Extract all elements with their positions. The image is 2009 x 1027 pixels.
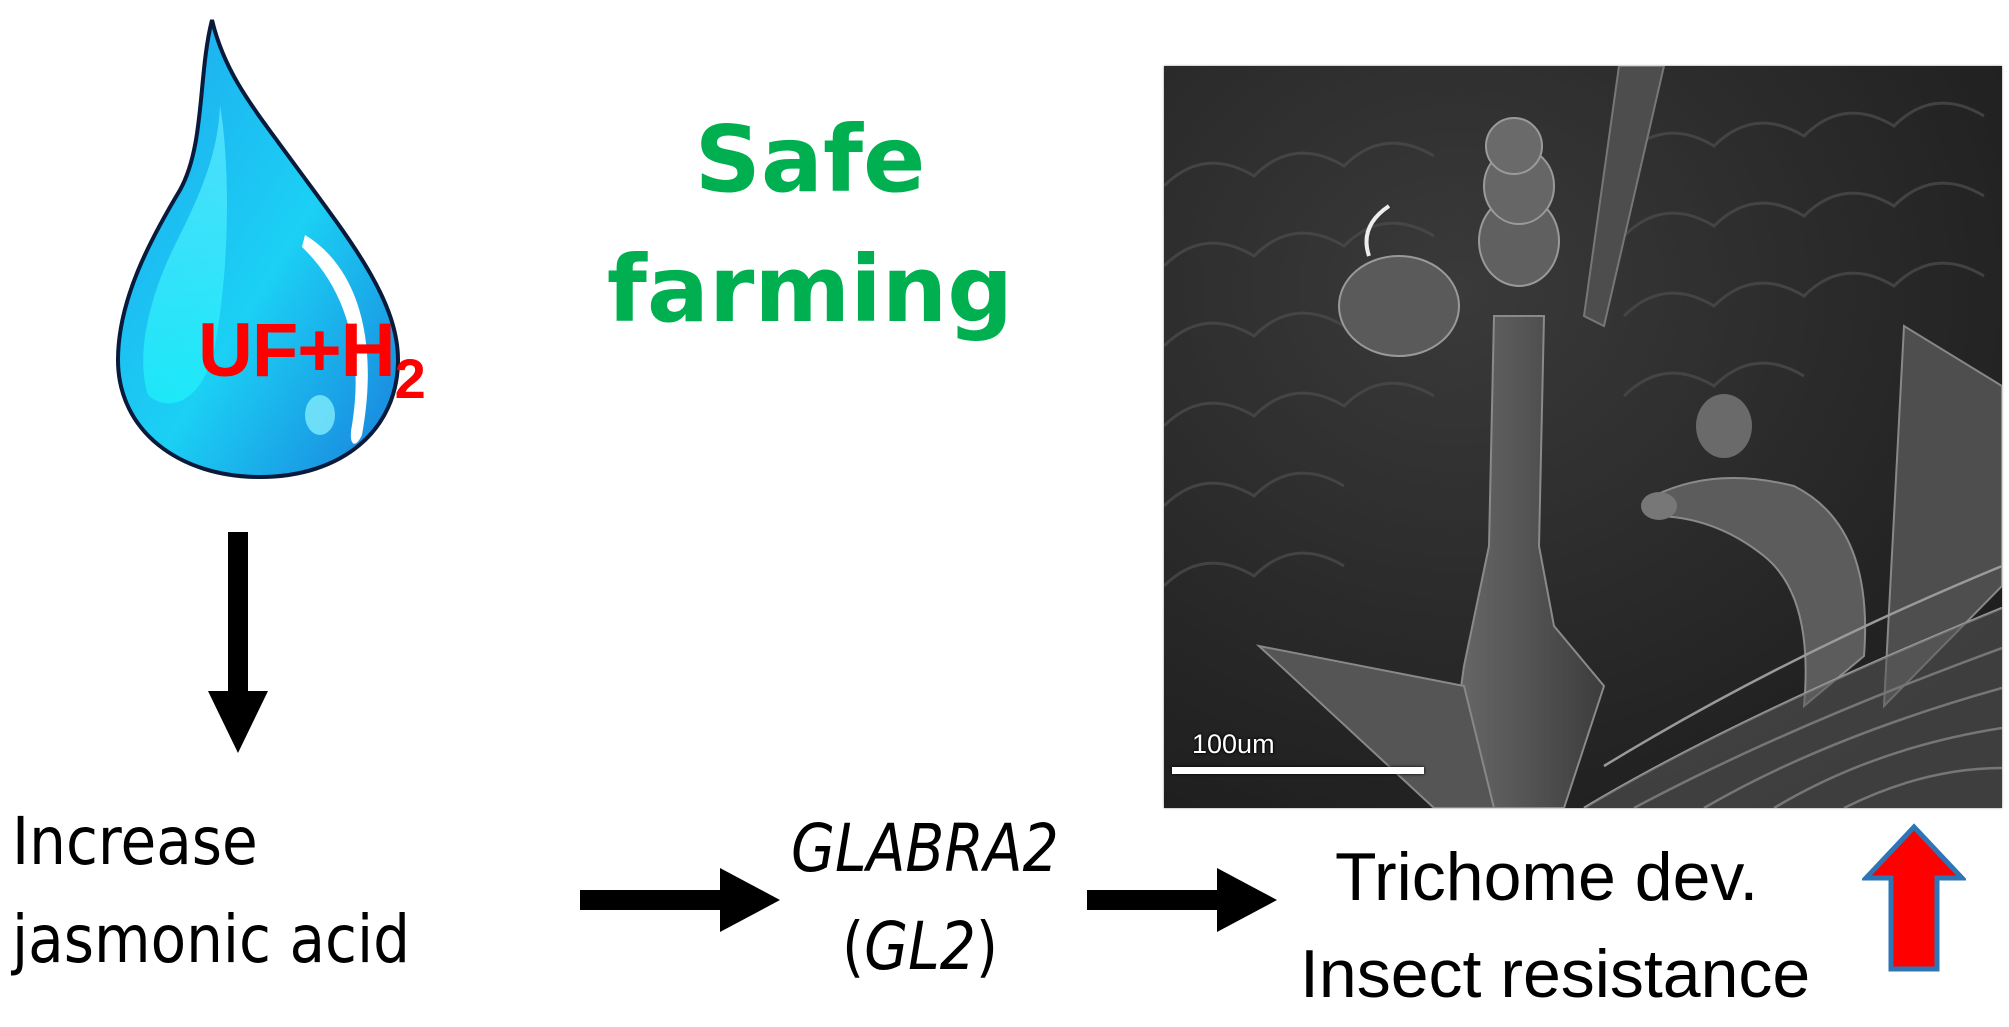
node-outcome: Trichome dev. Insect resistance (1300, 829, 1810, 1023)
node-jasmonic-acid: Increase jasmonic acid (12, 793, 410, 989)
title-line-1: Safe (694, 106, 926, 213)
diagram-title: Safe farming (590, 95, 1030, 355)
node-1-line-2: jasmonic acid (12, 901, 410, 978)
arrow-right-icon (1087, 868, 1277, 932)
scale-bar-label: 100um (1192, 729, 1275, 759)
droplet-label: UF+H2 (198, 308, 426, 410)
arrow-down-icon (208, 528, 268, 758)
sem-micrograph: 100um (1164, 66, 2002, 808)
scale-bar (1172, 767, 1424, 774)
node-1-line-1: Increase (12, 803, 258, 880)
node-glabra2: GLABRA2 (GL2) (791, 800, 1059, 996)
arrow-right-icon (580, 868, 780, 932)
node-2-line-2: (GL2) (841, 908, 999, 985)
node-3-line-2: Insect resistance (1300, 936, 1811, 1012)
node-2-line-1: GLABRA2 (791, 810, 1059, 887)
water-droplet-icon: UF+H2 (80, 15, 426, 485)
increase-arrow-up-icon (1860, 823, 1968, 973)
node-3-line-1: Trichome dev. (1335, 839, 1759, 915)
title-line-2: farming (606, 236, 1014, 343)
